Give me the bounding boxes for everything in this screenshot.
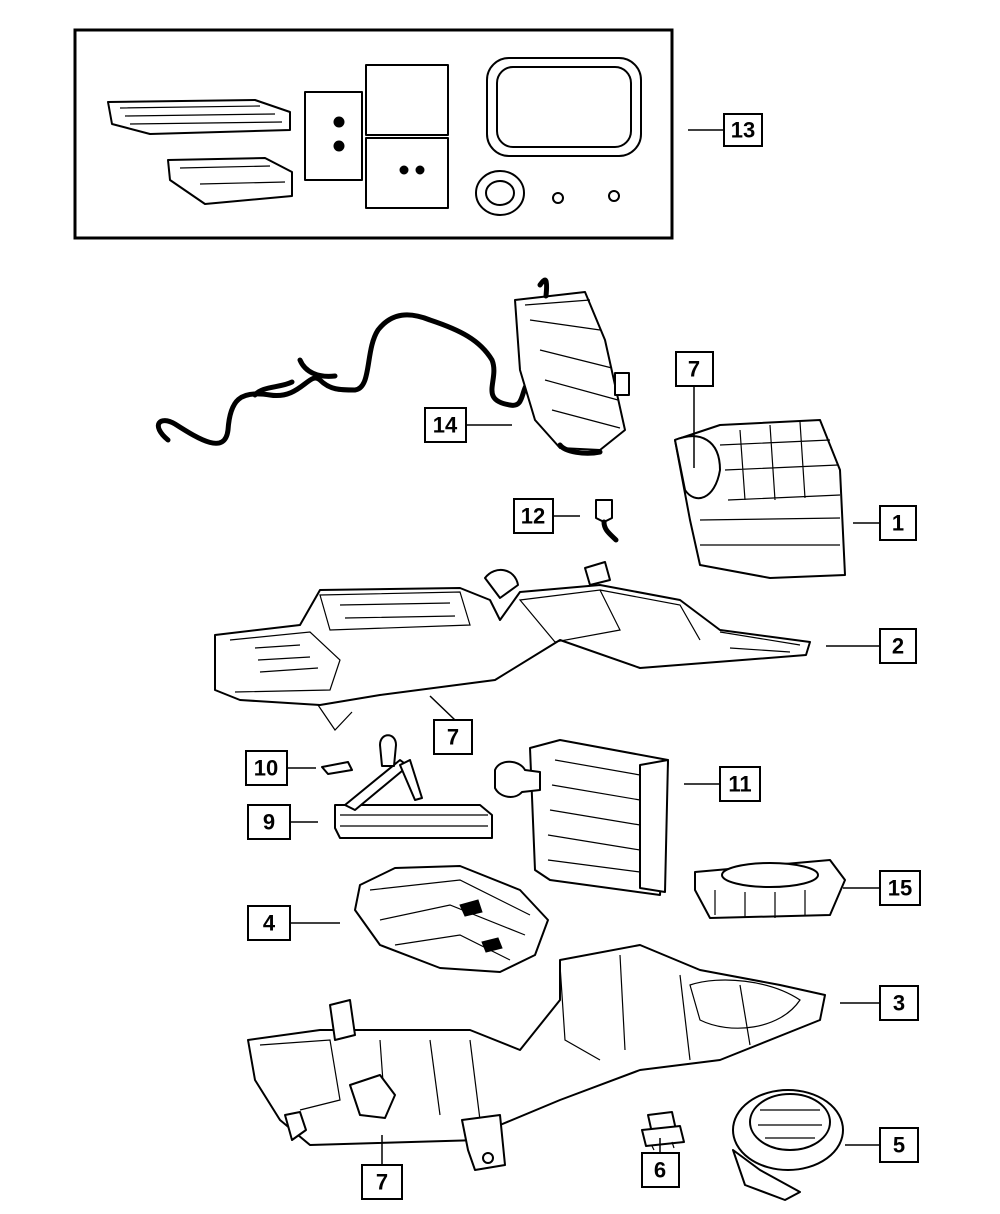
callout-15: 15 [879, 870, 921, 906]
callout-2: 2 [879, 628, 917, 664]
callout-7-top-label: 7 [688, 357, 700, 382]
heater-core [334, 734, 493, 839]
callout-6-label: 6 [654, 1158, 666, 1183]
callout-14-label: 14 [433, 413, 458, 438]
blower-resistor [641, 1111, 685, 1151]
lower-hvac-case [247, 944, 826, 1171]
callout-13: 13 [723, 113, 763, 147]
callout-9: 9 [247, 804, 291, 840]
callout-3-label: 3 [893, 991, 905, 1016]
callout-13-label: 13 [731, 118, 755, 143]
callout-10-label: 10 [254, 756, 278, 781]
callout-7-bottom-label: 7 [376, 1170, 388, 1195]
blower-housing [674, 419, 846, 579]
callout-11: 11 [719, 766, 761, 802]
callout-4: 4 [247, 905, 291, 941]
evaporator-core [494, 739, 669, 896]
leader-lines [287, 129, 880, 1165]
seal-kit-group [73, 28, 674, 240]
callout-5: 5 [879, 1127, 919, 1163]
upper-hvac-case [214, 561, 811, 731]
callout-12-label: 12 [521, 504, 545, 529]
callout-6: 6 [641, 1152, 680, 1188]
callout-14: 14 [424, 407, 467, 443]
rectangular-gasket [486, 57, 642, 157]
plug-and-grommets [475, 170, 620, 216]
callout-9-label: 9 [263, 810, 275, 835]
callout-3: 3 [879, 985, 919, 1021]
callout-15-label: 15 [888, 876, 912, 901]
foam-seal-strips [107, 99, 293, 205]
callout-12: 12 [513, 498, 554, 534]
blower-outlet-ring [694, 859, 846, 919]
blower-motor [732, 1089, 844, 1201]
mode-door-assembly [354, 865, 549, 973]
callout-10: 10 [245, 750, 288, 786]
callout-4-label: 4 [263, 911, 276, 936]
callout-7-top: 7 [675, 351, 714, 387]
callout-5-label: 5 [893, 1133, 905, 1158]
seal-kit-frame [73, 28, 674, 240]
callout-1-label: 1 [892, 511, 904, 536]
retaining-clip [321, 761, 353, 775]
temperature-sensor [595, 499, 619, 543]
callout-7-bottom: 7 [361, 1164, 403, 1200]
wiring-harness [155, 277, 630, 456]
callout-7-middle-label: 7 [447, 725, 459, 750]
callout-11-label: 11 [728, 772, 751, 797]
callout-2-label: 2 [892, 634, 904, 659]
callout-7-middle: 7 [433, 719, 473, 755]
foam-pads [304, 64, 449, 209]
callout-1: 1 [879, 505, 917, 541]
